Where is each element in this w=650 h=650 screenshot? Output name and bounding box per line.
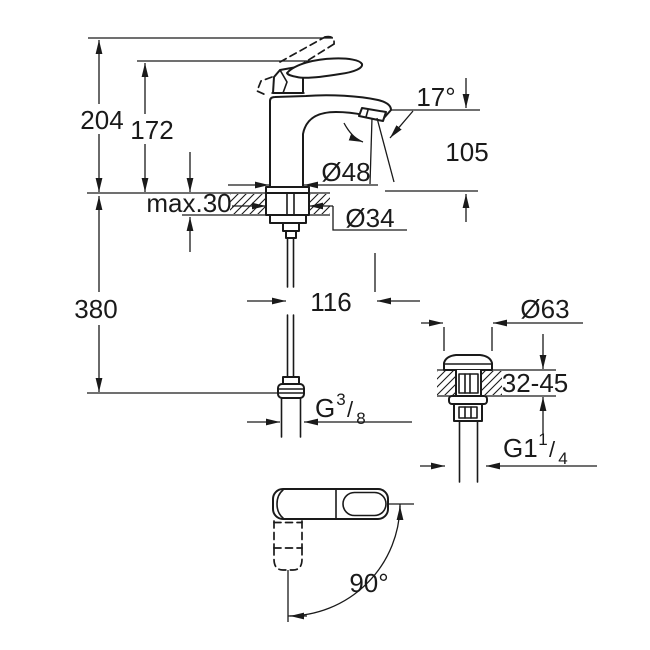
rotated-handle-grip-end bbox=[273, 547, 303, 571]
dim-label-172: 172 bbox=[130, 115, 173, 145]
drain-hatch-right bbox=[481, 371, 502, 395]
handle-top-outline bbox=[272, 488, 389, 520]
dim-label-90deg: 90° bbox=[349, 568, 388, 598]
handle-top-left-cap bbox=[276, 489, 284, 519]
shank-hose-lines bbox=[286, 192, 295, 216]
waste-flange bbox=[448, 395, 488, 405]
shank-step-1 bbox=[282, 222, 300, 232]
hatch-left bbox=[230, 194, 266, 214]
hatch-right bbox=[309, 194, 330, 214]
raised-housing-outline bbox=[255, 76, 273, 96]
waste-hex-nut bbox=[453, 403, 483, 422]
waste-body-window bbox=[458, 373, 479, 394]
g38-numerator: 3 bbox=[336, 390, 345, 409]
raised-lever-tip bbox=[324, 35, 335, 45]
stream-angled-line bbox=[376, 117, 395, 183]
waste-cap-dome bbox=[443, 354, 493, 371]
g38-slash: / bbox=[347, 397, 354, 422]
dim-label-d34: Ø34 bbox=[345, 203, 394, 233]
stream-arrow-right bbox=[389, 110, 414, 139]
dim-label-105: 105 bbox=[445, 137, 488, 167]
handle-housing-crease bbox=[279, 69, 288, 94]
handle-top-grip-inner bbox=[342, 491, 387, 517]
dim-label-max30: max.30 bbox=[146, 188, 231, 218]
shank-step-2 bbox=[285, 230, 297, 239]
waste-body-sides bbox=[455, 369, 482, 397]
d34-leader-box bbox=[332, 206, 407, 231]
water-stream bbox=[343, 110, 414, 185]
dim-label-204: 204 bbox=[80, 105, 123, 135]
waste-hex-window bbox=[458, 406, 478, 419]
g38-denominator: 8 bbox=[356, 409, 365, 428]
dim-label-g38: G 3 / 8 bbox=[315, 390, 366, 428]
g114-slash: / bbox=[549, 437, 556, 462]
hose-connector-nut bbox=[277, 383, 305, 399]
dim-label-g114: G1 1 / 4 bbox=[503, 430, 568, 468]
waste-hex-window-bars bbox=[464, 406, 472, 419]
dim-label-116: 116 bbox=[310, 287, 351, 317]
aerator bbox=[358, 107, 387, 122]
hose-nut-lines bbox=[277, 388, 305, 394]
dim-label-17deg: 17° bbox=[416, 82, 455, 112]
aerator-tick bbox=[365, 109, 369, 118]
stream-vertical-line bbox=[369, 117, 373, 185]
g114-base: G1 bbox=[503, 433, 538, 463]
drain-hatch-left bbox=[437, 371, 456, 395]
rotated-handle-sides bbox=[273, 520, 303, 549]
g114-numerator: 1 bbox=[538, 430, 547, 449]
handle-lever bbox=[286, 57, 364, 79]
dimension-labels: 204 172 max.30 380 Ø48 Ø34 17° 105 116 Ø… bbox=[74, 82, 569, 598]
supply-hose-upper bbox=[286, 237, 295, 288]
swivel-arc bbox=[287, 503, 401, 617]
dim-label-d63: Ø63 bbox=[520, 294, 569, 324]
waste-body-window-bars bbox=[464, 373, 471, 394]
g38-base: G bbox=[315, 393, 335, 423]
dimension-lines bbox=[95, 40, 597, 470]
faucet-body-and-spout bbox=[269, 94, 392, 189]
g114-denominator: 4 bbox=[558, 449, 567, 468]
stream-arc-arrow-left bbox=[343, 122, 364, 143]
shank-flange bbox=[269, 214, 307, 224]
raised-lever-top-edge bbox=[279, 36, 326, 63]
supply-hose-lower bbox=[286, 314, 295, 378]
drain-valve-view bbox=[437, 354, 556, 483]
faucet-front-view bbox=[255, 35, 414, 438]
dim-label-d48: Ø48 bbox=[321, 157, 370, 187]
dim-label-3245: 32-45 bbox=[502, 368, 569, 398]
dim-label-380: 380 bbox=[74, 294, 117, 324]
connection-tube bbox=[280, 397, 302, 438]
handle-rotated-dashed bbox=[273, 520, 303, 571]
handle-top-view bbox=[272, 488, 414, 622]
waste-tailpipe bbox=[458, 420, 479, 483]
